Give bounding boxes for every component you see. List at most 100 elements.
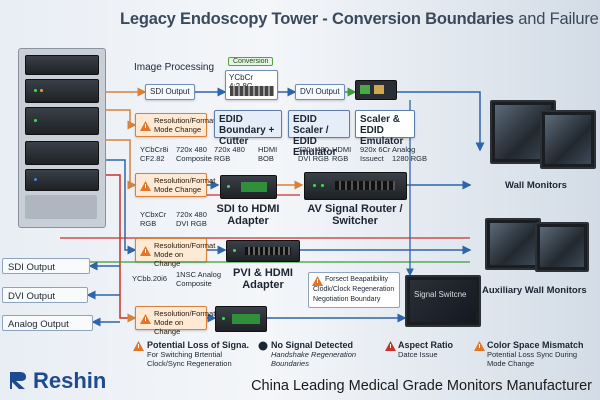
warning-icon: [312, 276, 323, 286]
aux-wall-monitors-label: Auxiliary Wall Monitors: [482, 285, 587, 296]
forced-compat-box: Forsect Beapatibility Clodk/Clock Regene…: [308, 272, 400, 308]
scaler-emulator-box: Scaler & EDID Emulator: [355, 110, 415, 147]
mode-change-box-2: Resolution/Format Mode Change: [135, 173, 215, 197]
failure-head-2: No Signal Detected: [271, 340, 354, 350]
title-tail: and Failure Points: [518, 10, 600, 28]
image-processing-label: Image Processing: [134, 62, 215, 73]
signal-label: YCbCr8i: [140, 145, 169, 154]
signal-label: 1280 RGB: [392, 154, 428, 163]
rack-unit-4: [25, 141, 99, 165]
footer-tagline: China Leading Medical Grade Monitors Man…: [251, 378, 592, 394]
reshin-logo-icon: [10, 372, 26, 389]
forced-line-3: Negotiation Boundary: [313, 296, 381, 303]
warning-icon: [385, 341, 396, 351]
forced-line-1: Forsect Beapatibility: [325, 276, 389, 283]
failure-sub-3a: Datce Issue: [398, 350, 438, 359]
signal-label: CF2.82: [140, 154, 165, 163]
signal-label: HDMI: [258, 145, 278, 154]
scaler-emulator-label: Scaler & EDID Emulator: [360, 114, 404, 147]
signal-label: 720x 480: [298, 145, 329, 154]
brand-name: Reshin: [33, 368, 107, 393]
edid-boundary-label: EDID Boundary + Cutter: [219, 114, 275, 147]
scaler-device-top: [355, 80, 397, 100]
rack-unit-5: [25, 169, 99, 191]
signal-label: 720x 480: [176, 145, 207, 154]
failure-sub-2a: Handshake Regeneration: [271, 350, 357, 359]
signal-label: Issuect: [360, 154, 384, 163]
failure-sub-4a: Potential Loss Sync During: [487, 350, 578, 359]
dvi-output-box: DVI Output: [295, 84, 345, 100]
mode-change-box-1: Resolution/Format Mode Change: [135, 113, 215, 137]
signal-switcher-label: Signal Switcne: [414, 290, 467, 299]
failure-sub-4b: Mode Change: [487, 359, 535, 368]
warning-icon: [140, 314, 151, 324]
endoscopy-rack: [18, 48, 106, 228]
failure-sub-2b: Boundaries: [271, 359, 309, 368]
signal-label: DVI RGB: [176, 219, 207, 228]
no-signal-icon: [258, 341, 268, 351]
signal-label: BOB: [258, 154, 274, 163]
failure-head-1: Potential Loss of Signa.: [147, 340, 250, 350]
av-router-device: [304, 172, 407, 200]
warning-icon: [140, 181, 151, 191]
diagram-title: Legacy Endoscopy Tower - Conversion Boun…: [120, 10, 600, 29]
title-main: Legacy Endoscopy Tower - Conversion Boun…: [120, 10, 514, 28]
left-output-label: SDI Output: [8, 262, 55, 273]
line-to-wall: [395, 91, 485, 152]
signal-label: YCbxCr: [140, 210, 167, 219]
failure-item-3: Aspect Ratio Datce Issue: [385, 341, 465, 359]
brand-logo: Reshin: [8, 368, 106, 394]
mode-change-box-4: Resolution/Format Mode on Change: [135, 306, 215, 336]
signal-label: RGB: [214, 154, 231, 163]
signal-switcher-monitor: [405, 275, 481, 327]
line-rack-1: [100, 109, 137, 130]
aux-monitor-1: [485, 218, 541, 270]
signal-label: Composite: [176, 279, 212, 288]
signal-label: 720x 480: [176, 210, 207, 219]
wall-monitor-2: [540, 110, 596, 169]
sdi-output-box: SDI Output: [145, 84, 195, 100]
aux-monitor-2: [535, 222, 589, 272]
mode-change-label-2: Resolution/Format Mode Change: [154, 176, 216, 194]
line-rack-2: [100, 139, 137, 190]
row4-device: [215, 306, 267, 332]
av-router-label: AV Signal Router / Switcher: [307, 203, 403, 227]
signal-label: 920x 6Cr: [360, 145, 391, 154]
warning-icon: [474, 341, 485, 351]
sdi-hdmi-device: [220, 175, 277, 199]
failure-item-4: Color Space Mismatch Potential Loss Sync…: [474, 341, 596, 368]
rack-unit-1: [25, 55, 99, 75]
rack-base: [25, 195, 97, 219]
mode-change-label-1: Resolution/Format Mode Change: [154, 116, 216, 134]
forced-line-2: Clodk/Clock Regeneration: [313, 286, 395, 293]
edid-boundary-box: EDID Boundary + Cutter: [214, 110, 282, 147]
wall-monitors-label: Wall Monitors: [505, 180, 567, 191]
warning-icon: [140, 121, 151, 131]
left-output-label: Analog Output: [8, 319, 69, 330]
warning-icon: [133, 341, 144, 351]
ycbcr-converter-box: YCbCr 4:2.8C: [225, 70, 278, 100]
signal-label: 720x 480: [214, 145, 245, 154]
mode-change-label-3: Resolution/Format Mode on Change: [154, 241, 216, 268]
signal-label: RGB: [140, 219, 157, 228]
mode-change-label-4: Resolution/Format Mode on Change: [154, 309, 216, 336]
left-output-dvi: DVI Output: [2, 287, 88, 303]
conversion-tag: Conversion: [228, 57, 274, 66]
converter-device-strip: [230, 86, 274, 96]
failure-item-2: No Signal Detected Handshake Regeneratio…: [258, 341, 376, 368]
signal-label: Composite: [176, 154, 212, 163]
signal-label: HDMI: [332, 145, 352, 154]
dvi-output-label: DVI Output: [300, 87, 340, 96]
sdi-output-label: SDI Output: [150, 87, 190, 96]
line-rack-4: [100, 174, 137, 323]
sdi-hdmi-label: SDI to HDMI Adapter: [216, 203, 280, 227]
failure-sub-1b: Clock/Sync Regeneration: [147, 359, 232, 368]
edid-scaler-box: EDID Scaler / EDID Emulator: [288, 110, 350, 158]
signal-label: Analog: [392, 145, 416, 154]
warning-icon: [140, 246, 151, 256]
pvl-hdmi-label: PVI & HDMI Adapter: [233, 267, 293, 291]
signal-label: YCbb.20i6: [132, 274, 168, 283]
left-output-sdi: SDI Output: [2, 258, 90, 274]
